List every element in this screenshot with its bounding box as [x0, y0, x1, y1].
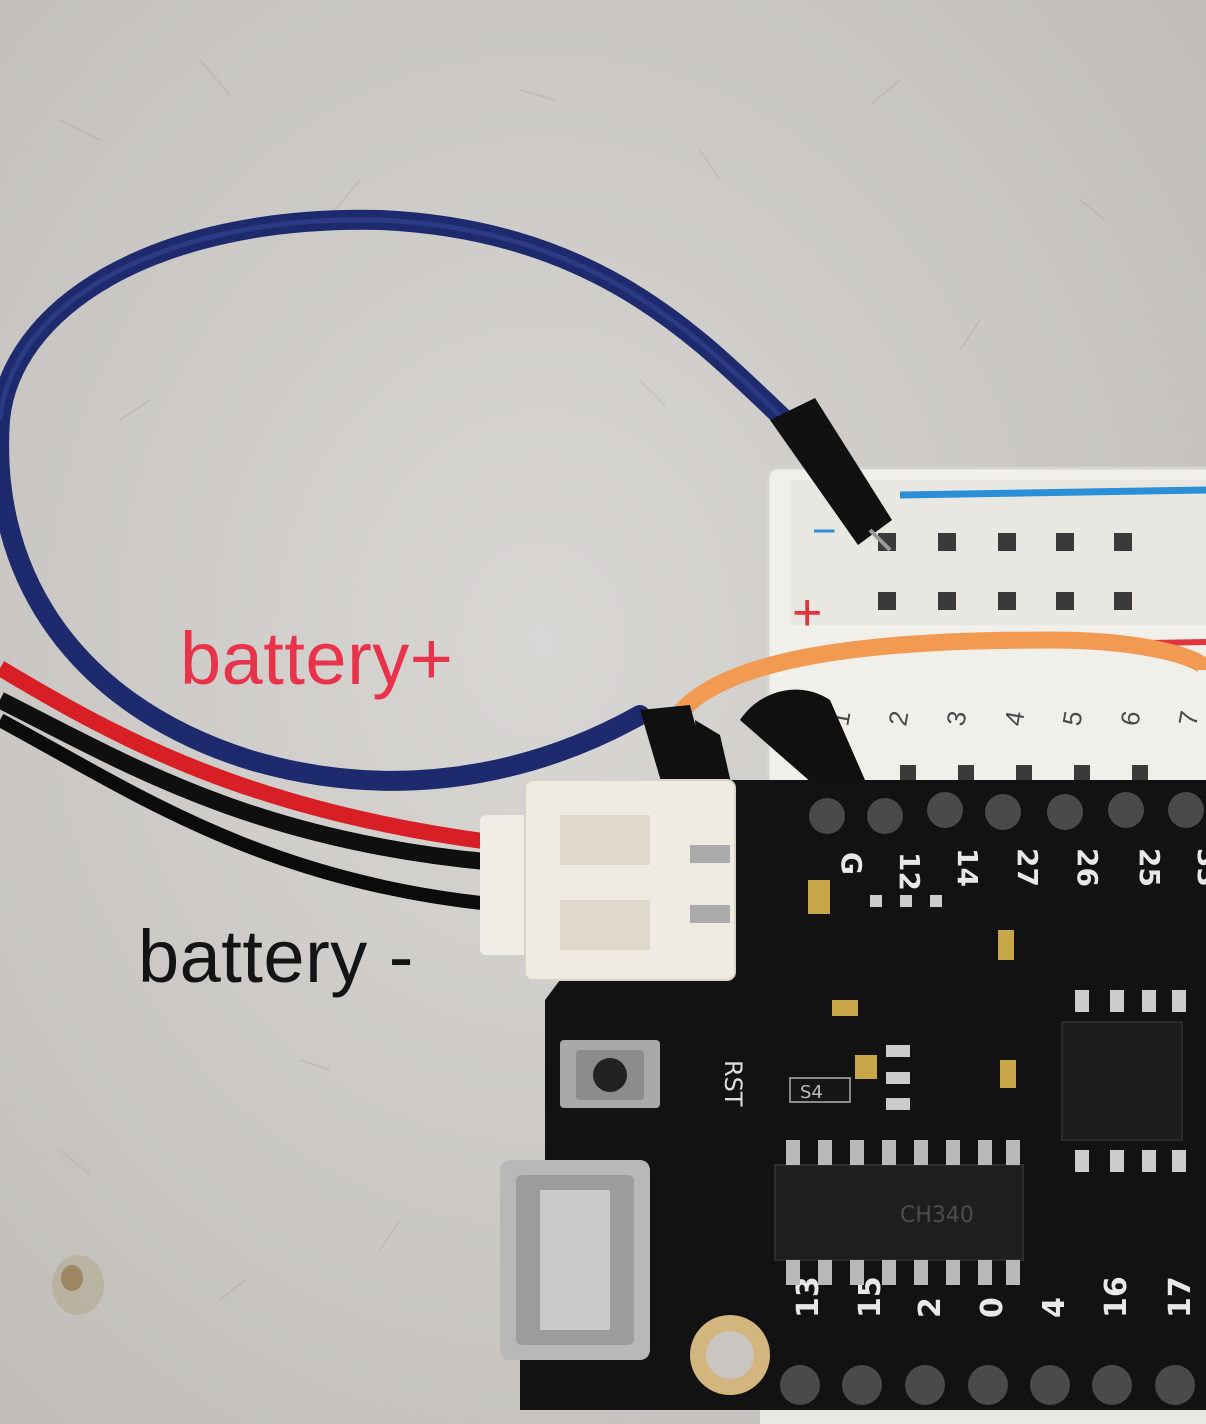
diode-label: S4 — [800, 1082, 823, 1103]
ch340-chip: CH340 — [774, 1140, 1024, 1285]
wall-stain — [52, 1255, 104, 1315]
reset-button — [560, 1040, 660, 1108]
column-number: 3 — [940, 709, 972, 728]
header-pins-top — [809, 792, 1204, 834]
battery-jst-connector — [480, 779, 736, 981]
diode — [789, 1077, 851, 1103]
chip-marking: CH340 — [900, 1203, 974, 1228]
battery-plus-label: battery+ — [180, 617, 454, 700]
breadboard-holes — [878, 533, 1148, 781]
smd-components — [808, 880, 1016, 1088]
pin-label: 12 — [893, 852, 926, 891]
pin-label: 17 — [1163, 1276, 1198, 1318]
blue-jumper-connector — [770, 398, 892, 552]
header-pins-bottom — [780, 1365, 1195, 1405]
column-number: 4 — [998, 709, 1030, 728]
pin-label: 26 — [1071, 848, 1104, 887]
regulator-chip — [1061, 1021, 1183, 1141]
pin-label: 25 — [1133, 848, 1166, 887]
rst-label: RST — [719, 1060, 747, 1107]
pin-label: 2 — [913, 1297, 948, 1318]
rail-minus-sign: − — [812, 507, 837, 554]
column-number: 2 — [882, 709, 914, 728]
pin-label: 27 — [1011, 848, 1044, 887]
column-number: 5 — [1056, 709, 1088, 728]
pin-label: G — [835, 852, 868, 875]
rail-plus-sign: + — [792, 584, 822, 642]
orange-jumper-wire — [656, 631, 1206, 743]
micro-usb-port — [500, 1160, 650, 1360]
wall-texture — [59, 59, 1106, 1301]
smd-pads — [870, 895, 1186, 1172]
top-pin-labels: G 12 14 27 26 25 33 — [835, 848, 1206, 891]
pin-label: 16 — [1099, 1276, 1134, 1318]
pin-label: 14 — [951, 848, 984, 887]
pin-label: 4 — [1037, 1297, 1072, 1318]
column-number: 7 — [1172, 709, 1204, 728]
mounting-hole — [690, 1315, 770, 1395]
pin-label: 33 — [1191, 848, 1206, 887]
pin-label: 0 — [975, 1297, 1010, 1318]
battery-minus-label: battery - — [138, 915, 414, 998]
column-number: 6 — [1114, 709, 1146, 728]
rail-blue-line — [899, 486, 1206, 499]
battery-wires — [0, 661, 492, 911]
